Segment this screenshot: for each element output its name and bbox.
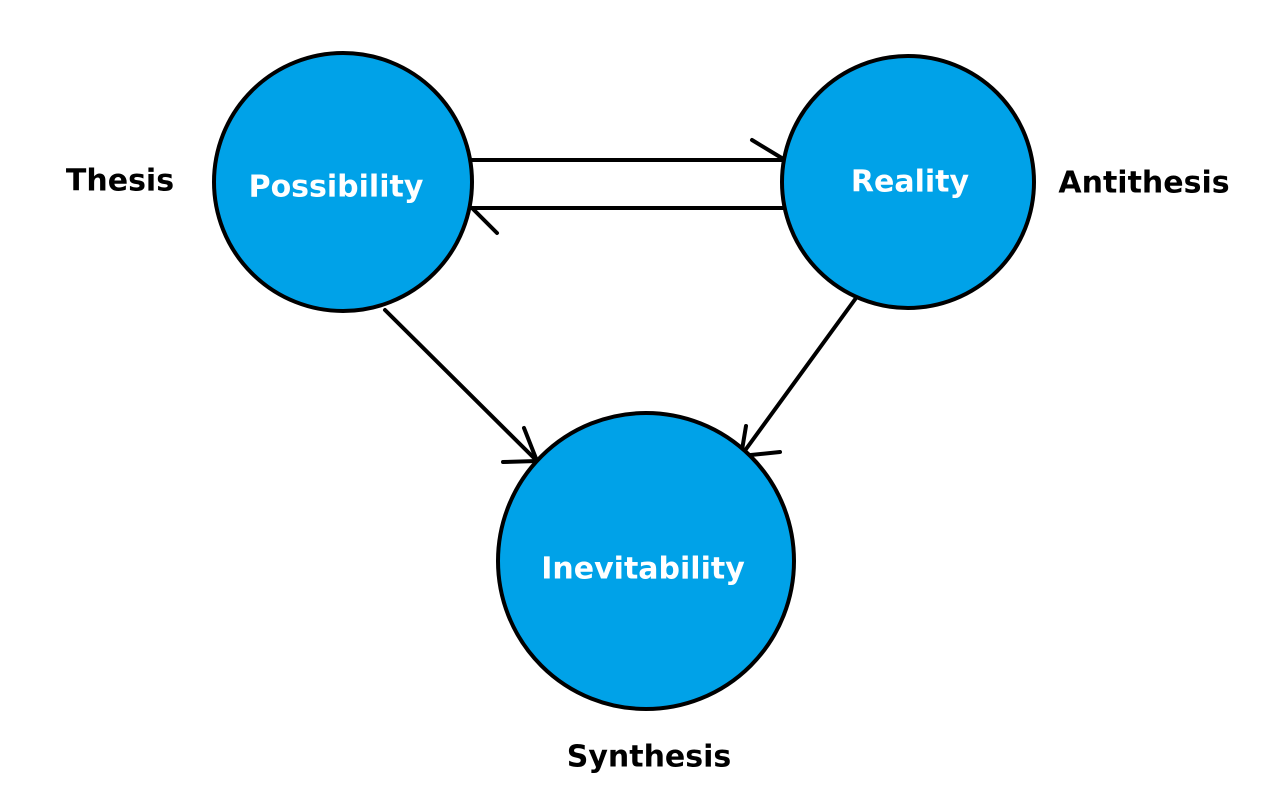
reality-label: Reality bbox=[851, 165, 970, 200]
edge-possibility-to-reality bbox=[470, 138, 787, 162]
synthesis-label: Synthesis bbox=[567, 740, 732, 775]
possibility-label: Possibility bbox=[249, 170, 424, 205]
reality-circle bbox=[780, 54, 1036, 310]
possibility-circle bbox=[212, 51, 474, 313]
inevitability-circle bbox=[496, 411, 796, 711]
node-inevitability: Inevitability bbox=[496, 411, 796, 711]
node-reality: Reality bbox=[780, 54, 1036, 310]
inevitability-label: Inevitability bbox=[541, 552, 745, 587]
antithesis-label: Antithesis bbox=[1058, 166, 1229, 201]
node-possibility: Possibility bbox=[212, 51, 474, 313]
thesis-label: Thesis bbox=[66, 164, 174, 199]
edge-possibility-to-inevitability bbox=[383, 308, 539, 464]
edge-reality-to-inevitability bbox=[739, 296, 858, 458]
edge-reality-to-possibility bbox=[470, 206, 787, 235]
